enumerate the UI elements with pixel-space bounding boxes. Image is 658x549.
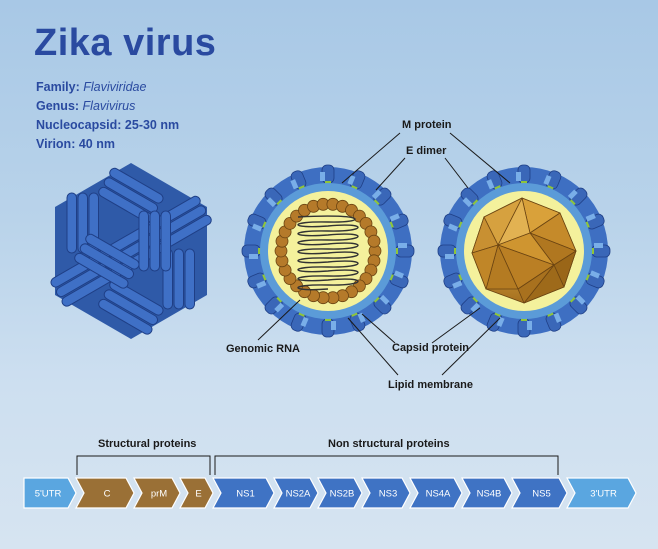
- genome-segment: NS4A: [409, 477, 463, 509]
- e-protein-bar: [173, 248, 184, 310]
- e-protein-raft: [98, 167, 164, 223]
- genome-segment-label: E: [195, 489, 201, 500]
- e-protein-bar: [85, 233, 140, 270]
- virus-info: Family: Flaviviridae Genus: Flavivirus N…: [36, 78, 179, 154]
- e-protein-bar: [109, 279, 164, 316]
- envelope-spike: [460, 187, 483, 210]
- e-protein-bar: [184, 248, 195, 310]
- label-lipid-membrane: Lipid membrane: [388, 379, 473, 391]
- genus-line: Genus: Flavivirus: [36, 99, 136, 113]
- virion-cross-section-capsid: [437, 164, 611, 338]
- genome-segment: prM: [133, 477, 181, 509]
- family-line: Family: Flaviviridae: [36, 80, 147, 94]
- e-protein-bar: [109, 167, 164, 204]
- genome-segment: NS2A: [273, 477, 319, 509]
- genome-segment-label: prM: [151, 489, 167, 500]
- page-title: Zika virus: [34, 22, 217, 64]
- e-protein-bar: [79, 243, 135, 280]
- e-protein-bar: [103, 177, 159, 214]
- e-protein-raft: [74, 233, 140, 289]
- genome-segment: NS2B: [317, 477, 363, 509]
- leader-lines: [257, 132, 511, 376]
- icosahedral-capsid: [471, 197, 577, 304]
- e-protein-bar: [149, 210, 160, 272]
- e-protein-bar: [98, 298, 153, 335]
- genome-segment-label: NS2B: [330, 489, 355, 500]
- genome-segment: NS1: [212, 477, 275, 509]
- nucleocapsid-line: Nucleocapsid: 25-30 nm: [36, 118, 180, 132]
- genome-segment-label: NS1: [236, 489, 254, 500]
- genome-brackets: [76, 455, 559, 475]
- capsid-protein: [367, 234, 381, 248]
- genome-segment-label: NS5: [532, 489, 550, 500]
- genome-segment-label: NS4B: [477, 489, 502, 500]
- genome-segment: C: [75, 477, 135, 509]
- e-protein-raft: [98, 279, 164, 335]
- genome-segment: 5'UTR: [23, 477, 77, 509]
- genome-segment: NS5: [511, 477, 568, 509]
- genome-segment-label: NS3: [379, 489, 397, 500]
- e-protein-bar: [103, 289, 159, 326]
- genome-segment-label: NS4A: [426, 489, 451, 500]
- label-structural-proteins: Structural proteins: [98, 438, 196, 450]
- e-protein-bar: [74, 252, 129, 289]
- e-protein-bar: [138, 210, 149, 272]
- genome-segment-label: 5'UTR: [35, 489, 62, 500]
- e-protein-raft: [162, 248, 195, 310]
- label-genomic-rna: Genomic RNA: [226, 343, 300, 355]
- genome-segment: E: [179, 477, 214, 509]
- e-protein-raft: [138, 210, 171, 272]
- genome-segment: NS4B: [461, 477, 513, 509]
- genome-segment: 3'UTR: [566, 477, 637, 509]
- genome-segment-label: NS2A: [286, 489, 311, 500]
- label-non-structural-proteins: Non structural proteins: [328, 438, 450, 450]
- virion-exterior: [50, 163, 212, 339]
- label-m-protein: M protein: [402, 119, 452, 131]
- e-protein-bar: [66, 192, 77, 254]
- envelope-spike: [517, 313, 532, 338]
- envelope-spike: [320, 164, 335, 189]
- genomic-rna-coil: [297, 215, 359, 291]
- e-protein-bar: [160, 210, 171, 272]
- genome-segment-label: C: [104, 489, 111, 500]
- label-e-dimer: E dimer: [406, 145, 447, 157]
- virion-cross-section: [241, 164, 415, 338]
- virion-line: Virion: 40 nm: [36, 137, 115, 151]
- e-protein-raft: [66, 192, 99, 254]
- genome-segment: NS3: [361, 477, 411, 509]
- label-capsid-protein: Capsid protein: [392, 342, 469, 354]
- genome-segment-label: 3'UTR: [590, 489, 617, 500]
